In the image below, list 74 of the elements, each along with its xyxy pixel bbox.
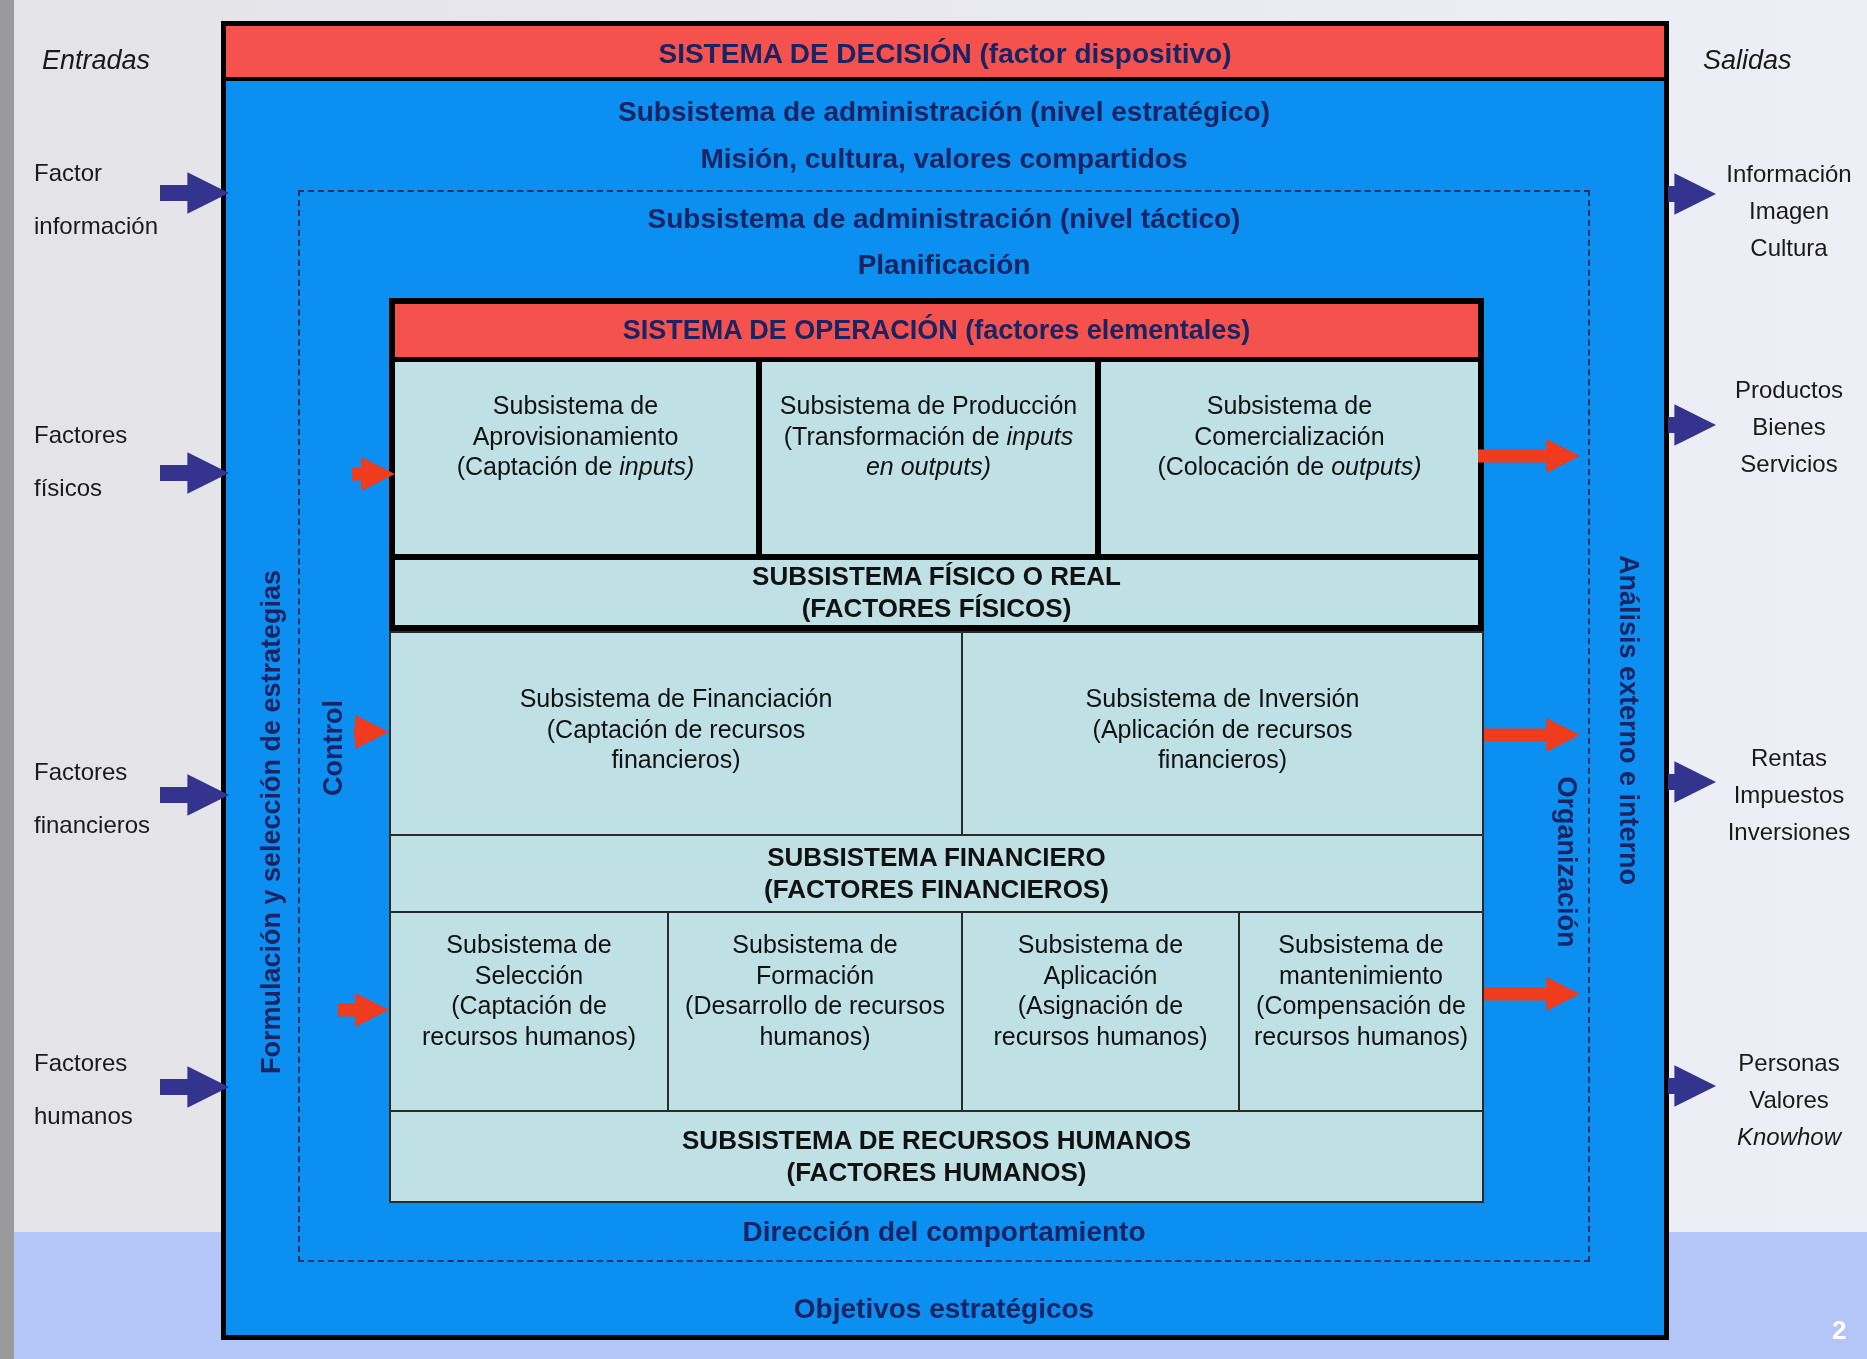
panel-heading: Subsistema de administración (nivel táctico) [646,203,1242,235]
page-number: 2 [1832,1315,1847,1346]
input-label: Factores físicos [34,408,160,514]
subsystem-title: Subsistema de Selección [445,929,613,990]
panel-heading: Subsistema de administración (nivel estratégico) [617,96,1271,128]
subsystem-box [1238,911,1484,1112]
input-label: Factores humanos [34,1036,160,1142]
subsystem-title: Subsistema de Producción [779,390,1078,421]
subsystem-description: (Colocación de outputs) [1157,451,1422,482]
arrow [1484,718,1580,752]
subsystem-description: (Desarrollo de recursos humanos) [684,990,946,1051]
heading-bar: SISTEMA DE OPERACIÓN (factores elementales) [395,304,1478,357]
subsystem-box [389,631,963,836]
vertical-label: Control [317,700,349,796]
arrow [1668,173,1716,215]
output-label: Productos Bienes Servicios [1716,371,1862,482]
subsystem-description: (Captación de recursos financieros) [545,713,807,775]
arrow [1668,404,1716,446]
subsystem-description: (Transformación de inputs en outputs) [782,420,1075,482]
subsystem-band [395,560,1478,625]
subsystem-box [961,911,1240,1112]
subsystem-band [389,1110,1484,1203]
subsystem-description: (Captación de inputs) [456,451,695,482]
subsystem-box [389,911,669,1112]
subsystem-band [389,834,1484,913]
arrow [352,457,395,491]
column-heading: Entradas [42,45,151,76]
band-text: SUBSISTEMA DE RECURSOS HUMANOS [682,1125,1191,1157]
band-text: (FACTORES FINANCIEROS) [764,873,1109,905]
band-text: SUBSISTEMA FÍSICO O REAL [752,561,1121,593]
arrow [338,993,389,1027]
panel-subheading: Planificación [856,249,1032,281]
panel-footer-text: Dirección del comportamiento [741,1216,1147,1248]
dashed-frame [298,190,1590,1262]
input-label: Factores financieros [34,745,160,851]
vertical-label: Formulación y selección de estrategias [255,569,287,1075]
subsystem-description: (Asignación de recursos humanos) [992,990,1209,1051]
subsystem-box [762,362,1095,554]
panel-subheading: Misión, cultura, valores compartidos [699,143,1189,175]
subsystem-title: Subsistema de Inversión [1085,683,1360,714]
subsystem-box [667,911,963,1112]
subsystem-description: (Compensación de recursos humanos) [1253,990,1469,1051]
output-label: Información Imagen Cultura [1716,155,1862,266]
subsystem-description: (Captación de recursos humanos) [421,990,637,1051]
arrow [1484,977,1580,1011]
system-panel [221,21,1669,1340]
arrow [160,452,229,494]
panel-footer-text: Objetivos estratégicos [792,1293,1096,1325]
subsystem-title: Subsistema de Aplicación [1016,929,1185,990]
vertical-label: Organización [1550,776,1582,948]
arrow [1668,761,1716,803]
subsystem-box [395,362,756,554]
subsystem-title: Subsistema de Formación [731,929,899,990]
subsystem-title: Subsistema de mantenimiento [1277,929,1445,990]
arrow [354,715,389,749]
subsystem-box [961,631,1484,836]
output-label: Rentas Impuestos Inversiones [1716,739,1862,850]
band-text: (FACTORES FÍSICOS) [801,592,1072,624]
heading-bar: SISTEMA DE DECISIÓN (factor dispositivo) [226,26,1664,81]
operation-panel [389,298,1484,631]
column-heading: Salidas [1703,45,1792,76]
subsystem-title: Subsistema de Financiación [519,683,833,714]
subsystem-description: (Aplicación de recursos financieros) [1091,713,1354,775]
input-label: Factor información [34,146,160,252]
arrow [160,172,229,214]
subsystem-box [1101,362,1478,554]
arrow [160,1066,229,1108]
output-label: Personas Valores Knowhow [1716,1044,1862,1155]
band-text: (FACTORES HUMANOS) [786,1156,1087,1188]
arrow [1478,439,1580,473]
arrow [1668,1065,1716,1107]
vertical-label: Análisis externo e interno [1612,554,1644,886]
band-text: SUBSISTEMA FINANCIERO [767,842,1106,874]
arrow [160,774,229,816]
